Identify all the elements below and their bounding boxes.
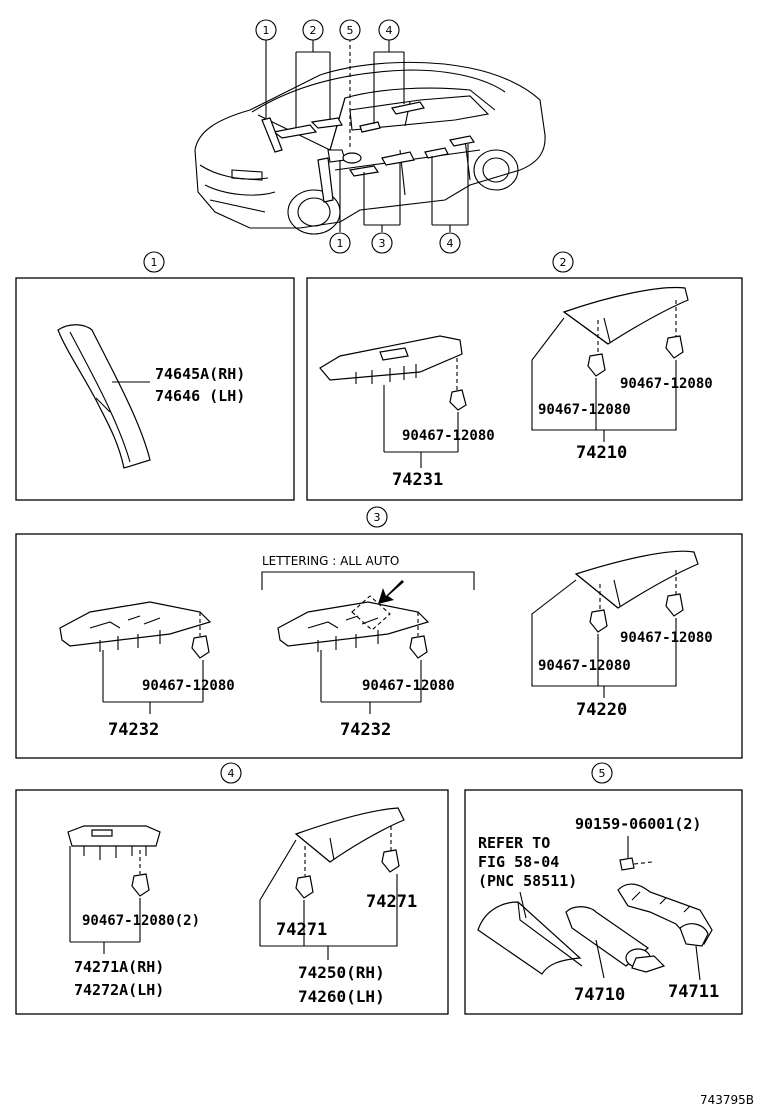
callout-3-bottom: 3 — [371, 232, 393, 254]
svg-text:1: 1 — [151, 256, 158, 269]
part-90467-12080-b: 90467-12080 — [620, 376, 713, 392]
part-74231: 74231 — [392, 470, 443, 490]
svg-text:1: 1 — [263, 24, 270, 37]
part-90467-12080-a: 90467-12080 — [402, 428, 495, 444]
svg-text:5: 5 — [599, 767, 606, 780]
callout-1-bottom: 1 — [329, 232, 351, 254]
callout-1-top: 1 — [255, 19, 277, 41]
part-90467-12080-f: 90467-12080 — [620, 630, 713, 646]
section-4-panel: 90467-12080(2) 74271A(RH) 74272A(LH) 742… — [15, 789, 449, 1015]
callout-5-top: 5 — [339, 19, 361, 41]
svg-text:2: 2 — [560, 256, 567, 269]
section-3-marker: 3 — [366, 506, 388, 528]
part-74710: 74710 — [574, 985, 625, 1005]
section-2-panel: 90467-12080 74231 90467-12080 90467-1208… — [306, 277, 743, 501]
section-5-panel: 90159-06001(2) REFER TO FIG 58-04 (PNC 5… — [464, 789, 743, 1015]
part-90467-12080-e: 90467-12080 — [362, 678, 455, 694]
part-74271-b: 74271 — [276, 920, 327, 940]
part-74232-b: 74232 — [340, 720, 391, 740]
part-74645a-rh: 74645A(RH) — [155, 365, 245, 383]
refer-line-1: REFER TO — [478, 834, 550, 852]
part-74220: 74220 — [576, 700, 627, 720]
part-74271-a: 74271 — [366, 892, 417, 912]
svg-text:4: 4 — [386, 24, 393, 37]
figure-id: 743795B — [700, 1093, 754, 1107]
callout-4-bottom: 4 — [439, 232, 461, 254]
part-74711: 74711 — [668, 982, 719, 1002]
part-90159-06001-2: 90159-06001(2) — [575, 815, 701, 833]
section-1-panel: 74645A(RH) 74646 (LH) — [15, 277, 295, 501]
refer-line-2: FIG 58-04 — [478, 853, 559, 871]
part-74646-lh: 74646 (LH) — [155, 387, 245, 405]
part-90467-12080-d: 90467-12080 — [142, 678, 235, 694]
svg-text:3: 3 — [379, 237, 386, 250]
part-74272a-lh: 74272A(LH) — [74, 981, 164, 999]
svg-text:4: 4 — [447, 237, 454, 250]
part-74260-lh: 74260(LH) — [298, 987, 385, 1006]
part-90467-12080-c: 90467-12080 — [538, 402, 631, 418]
svg-text:3: 3 — [374, 511, 381, 524]
callout-2-top: 2 — [302, 19, 324, 41]
part-74210: 74210 — [576, 443, 627, 463]
svg-text:1: 1 — [337, 237, 344, 250]
refer-line-3: (PNC 58511) — [478, 872, 577, 890]
section-1-marker: 1 — [143, 251, 165, 273]
svg-text:4: 4 — [228, 767, 235, 780]
part-74271a-rh: 74271A(RH) — [74, 958, 164, 976]
section-4-marker: 4 — [220, 762, 242, 784]
section-2-marker: 2 — [552, 251, 574, 273]
svg-text:5: 5 — [347, 24, 354, 37]
part-90467-12080-2: 90467-12080(2) — [82, 913, 200, 929]
car-callouts — [265, 40, 469, 232]
part-74250-rh: 74250(RH) — [298, 963, 385, 982]
lettering-note: LETTERING : ALL AUTO — [262, 554, 399, 568]
part-90467-12080-g: 90467-12080 — [538, 658, 631, 674]
section-3-panel: 90467-12080 74232 LETTERING : ALL AUTO 9… — [15, 533, 743, 759]
section-5-marker: 5 — [591, 762, 613, 784]
part-74232-a: 74232 — [108, 720, 159, 740]
callout-4-top: 4 — [378, 19, 400, 41]
arrow-icon — [378, 580, 404, 604]
car-illustration — [194, 38, 546, 235]
svg-text:2: 2 — [310, 24, 317, 37]
